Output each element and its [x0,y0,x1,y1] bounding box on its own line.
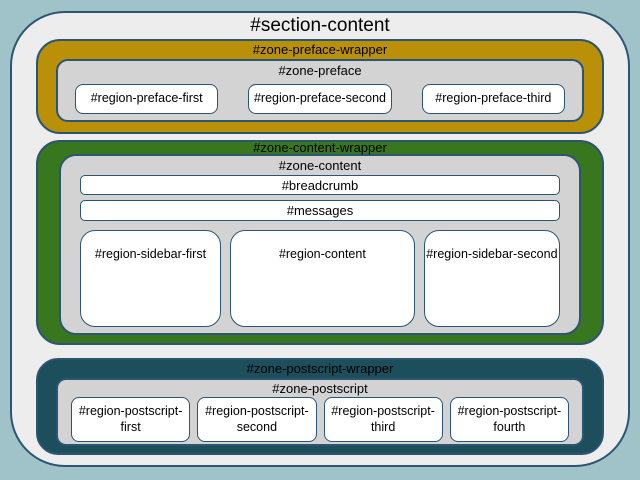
zone-postscript: #zone-postscript #region-postscript-firs… [56,378,584,446]
zone-content-wrapper: #zone-content-wrapper #zone-content #bre… [36,140,604,345]
region-preface-third: #region-preface-third [421,84,565,114]
zone-postscript-wrapper-label: #zone-postscript-wrapper [246,361,394,376]
region-postscript-second: #region-postscript-second [197,397,317,442]
content-region-row: #region-sidebar-first #region-content #r… [80,230,560,327]
zone-preface: #zone-preface #region-preface-first #reg… [56,59,584,122]
zone-content-wrapper-label: #zone-content-wrapper [253,140,387,155]
zone-preface-wrapper-label: #zone-preface-wrapper [252,42,388,57]
region-sidebar-first: #region-sidebar-first [80,230,221,327]
section-content-title: #section-content [250,15,390,36]
preface-region-row: #region-preface-first #region-preface-se… [75,84,565,114]
breadcrumb-region: #breadcrumb [80,175,560,195]
zone-content-label: #zone-content [278,158,362,173]
region-postscript-first: #region-postscript-first [71,397,191,442]
section-content: #section-content #zone-preface-wrapper #… [10,11,630,467]
region-preface-first: #region-preface-first [75,84,219,114]
zone-content: #zone-content #breadcrumb #messages #reg… [59,154,581,335]
messages-region: #messages [80,200,560,221]
region-postscript-fourth: #region-postscript-fourth [449,397,569,442]
region-content: #region-content [229,230,415,327]
zone-postscript-label: #zone-postscript [272,381,368,396]
region-preface-second: #region-preface-second [248,84,392,114]
region-postscript-third: #region-postscript-third [323,397,443,442]
zone-postscript-wrapper: #zone-postscript-wrapper #zone-postscrip… [36,358,604,455]
zone-preface-wrapper: #zone-preface-wrapper #zone-preface #reg… [36,39,604,134]
postscript-region-row: #region-postscript-first #region-postscr… [71,397,569,442]
region-sidebar-second: #region-sidebar-second [423,230,560,327]
zone-preface-label: #zone-preface [278,63,362,78]
